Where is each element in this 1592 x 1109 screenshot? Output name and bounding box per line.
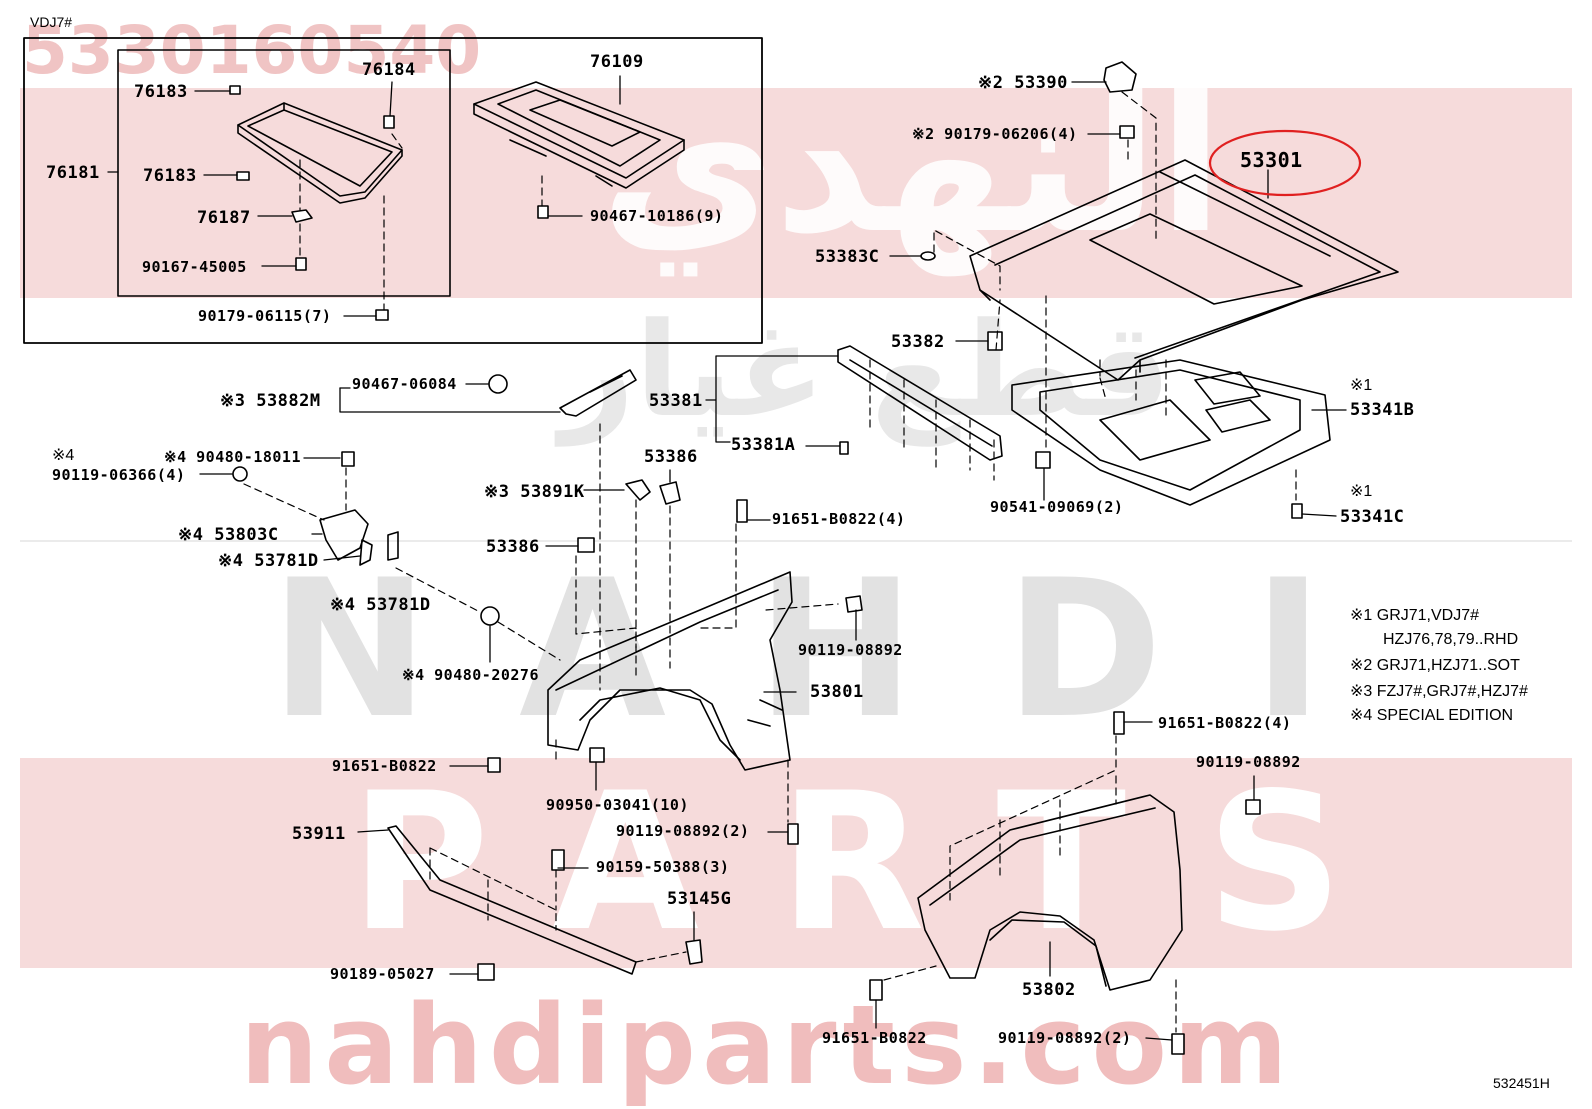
label-53341b-mark: ※1	[1350, 377, 1373, 394]
label-53803c[interactable]: ※4 53803C	[178, 525, 279, 545]
inset-subframe	[117, 49, 451, 297]
dashed-assembly-lines	[243, 91, 1297, 1033]
fender-apron-shape	[547, 571, 793, 771]
note-1: ※1 GRJ71,VDJ7#	[1350, 607, 1480, 624]
label-90119-08892-2-bottom[interactable]: 90119-08892(2)	[998, 1029, 1132, 1047]
label-76181[interactable]: 76181	[46, 163, 100, 183]
label-53381a[interactable]: 53381A	[731, 435, 796, 455]
label-76187[interactable]: 76187	[197, 208, 251, 228]
hood-scoop-shape	[237, 102, 403, 204]
watermark-nahdi: NAHDI	[270, 539, 1414, 760]
bracket-shape	[319, 509, 399, 566]
leader-lines	[107, 75, 1347, 1041]
label-53386-mid[interactable]: 53386	[486, 537, 540, 557]
label-53781d-bottom[interactable]: ※4 53781D	[330, 595, 431, 615]
label-90167-45005[interactable]: 90167-45005	[142, 258, 247, 276]
label-53911[interactable]: 53911	[292, 824, 346, 844]
hood-insulator-shape	[1011, 359, 1331, 506]
label-90179-06115[interactable]: 90179-06115(7)	[198, 307, 332, 325]
label-53341c-mark: ※1	[1350, 483, 1373, 500]
label-53802[interactable]: 53802	[1022, 980, 1076, 1000]
watermark-site: nahdiparts.com	[240, 981, 1294, 1109]
inner-panel-shape	[473, 81, 685, 189]
label-53801[interactable]: 53801	[810, 682, 864, 702]
label-76184[interactable]: 76184	[362, 60, 416, 80]
hood-shape	[969, 159, 1399, 381]
label-90467-06084[interactable]: 90467-06084	[352, 375, 457, 393]
label-53145g[interactable]: 53145G	[667, 889, 732, 909]
label-90119-08892-mid[interactable]: 90119-08892	[798, 641, 903, 659]
label-53341c[interactable]: 53341C	[1340, 507, 1405, 527]
note-4: ※4 SPECIAL EDITION	[1350, 707, 1514, 724]
label-90119-06366[interactable]: 90119-06366(4)	[52, 466, 186, 484]
label-53390[interactable]: ※2 53390	[978, 73, 1068, 93]
label-90189-05027[interactable]: 90189-05027	[330, 965, 435, 983]
label-91651-b0822-bottom[interactable]: 91651-B0822	[822, 1029, 927, 1047]
highlight-circle	[1208, 129, 1362, 197]
label-53341b[interactable]: 53341B	[1350, 400, 1415, 420]
cowl-seal-shape	[837, 345, 1003, 461]
label-53382[interactable]: 53382	[891, 332, 945, 352]
note-1-cont: HZJ76,78,79..RHD	[1383, 631, 1519, 648]
label-53882m[interactable]: ※3 53882M	[220, 391, 321, 411]
note-3: ※3 FZJ7#,GRJ7#,HZJ7#	[1350, 683, 1528, 700]
label-53383c[interactable]: 53383C	[815, 247, 880, 267]
label-note4-mark: ※4	[52, 447, 75, 464]
label-90159-50388[interactable]: 90159-50388(3)	[596, 858, 730, 876]
label-90541-09069[interactable]: 90541-09069(2)	[990, 498, 1124, 516]
label-76183-top[interactable]: 76183	[134, 82, 188, 102]
label-90119-08892-right[interactable]: 90119-08892	[1196, 753, 1301, 771]
inset-frame	[23, 37, 763, 344]
label-53781d-top[interactable]: ※4 53781D	[218, 551, 319, 571]
label-91651-b0822-4-right[interactable]: 91651-B0822(4)	[1158, 714, 1292, 732]
label-53381[interactable]: 53381	[649, 391, 703, 411]
diagram-code: 532451H	[1493, 1075, 1550, 1091]
label-90179-06206[interactable]: ※2 90179-06206(4)	[912, 125, 1078, 143]
note-2: ※2 GRJ71,HZJ71..SOT	[1350, 657, 1520, 674]
label-76183-bottom[interactable]: 76183	[143, 166, 197, 186]
label-90480-18011[interactable]: ※4 90480-18011	[164, 448, 301, 466]
fastener-glyphs	[232, 61, 1303, 1055]
label-90467-10186[interactable]: 90467-10186(9)	[590, 207, 724, 225]
label-53891k[interactable]: ※3 53891K	[484, 482, 585, 502]
front-fender-shape	[917, 794, 1183, 991]
lower-moulding-shape	[387, 825, 637, 975]
model-code: VDJ7#	[30, 14, 73, 30]
label-90480-20276[interactable]: ※4 90480-20276	[402, 666, 539, 684]
label-90950-03041[interactable]: 90950-03041(10)	[546, 796, 689, 814]
label-91651-b0822-4-top[interactable]: 91651-B0822(4)	[772, 510, 906, 528]
label-76109[interactable]: 76109	[590, 52, 644, 72]
label-90119-08892-2-mid[interactable]: 90119-08892(2)	[616, 822, 750, 840]
label-53386-top[interactable]: 53386	[644, 447, 698, 467]
label-91651-b0822-left[interactable]: 91651-B0822	[332, 757, 437, 775]
label-53301[interactable]: 53301	[1240, 148, 1303, 172]
inset-fasteners	[229, 85, 549, 321]
seal-strip-shape	[559, 369, 637, 417]
